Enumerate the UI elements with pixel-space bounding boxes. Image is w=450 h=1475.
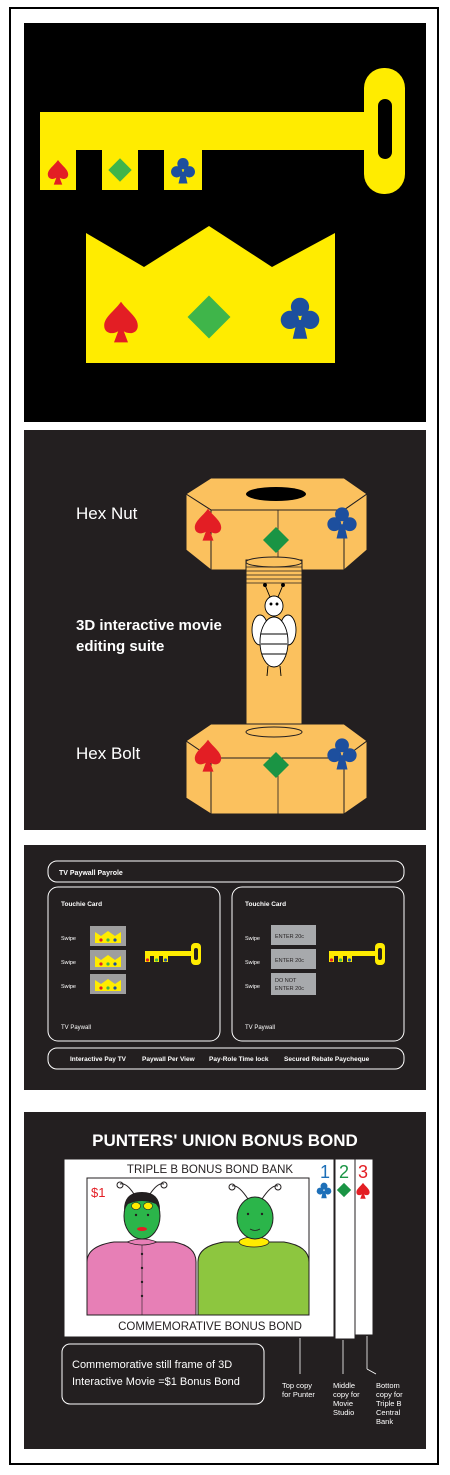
bonus-bond-panel: PUNTERS' UNION BONUS BOND 1 2 3 TRIPLE B… <box>24 1112 426 1449</box>
footer-item: Paywall Per View <box>142 1056 196 1063</box>
crown-icon <box>86 226 335 363</box>
copy-caption: Bottom <box>376 1381 400 1390</box>
swipe-label: Swipe <box>61 936 76 942</box>
enter-box <box>271 925 316 945</box>
enter-box <box>271 973 316 995</box>
key-crown-panel <box>24 23 426 422</box>
card-title: Touchie Card <box>245 901 286 908</box>
card-title: Touchie Card <box>61 901 102 908</box>
copy-caption: Bank <box>376 1417 393 1426</box>
swipe-label: Swipe <box>245 984 260 990</box>
footer-item: Secured Rebate Paycheque <box>284 1056 370 1063</box>
key-icon <box>329 943 385 965</box>
middle-copy-card <box>334 1158 356 1340</box>
key-icon <box>145 943 201 965</box>
crown-icon <box>90 950 126 970</box>
note-line1: Commemorative still frame of 3D <box>72 1359 232 1371</box>
copy-caption: Middle <box>333 1381 355 1390</box>
value-top: $1 <box>91 1185 105 1200</box>
copy-number: 1 <box>320 1162 330 1182</box>
copy-caption: for Punter <box>282 1390 315 1399</box>
touchie-card-1: Touchie Card Swipe Swipe Swipe TV Paywal… <box>47 886 221 1042</box>
copy-caption: Triple B <box>376 1399 402 1408</box>
touchie-card-2: Touchie Card Swipe Swipe Swipe ENTER 20c… <box>231 886 405 1042</box>
note-box <box>61 1343 265 1405</box>
header-label: TV Paywall Payrole <box>59 870 123 877</box>
key-icon <box>40 68 405 194</box>
crown-icon <box>90 974 126 994</box>
copy-caption: Movie <box>333 1399 353 1408</box>
swipe-label: Swipe <box>61 984 76 990</box>
hex-panel: Hex Nut 3D interactive movie editing sui… <box>24 430 426 830</box>
enter-box-text: DO NOT <box>275 978 297 984</box>
hex-nut-icon <box>185 477 368 572</box>
card-footer: TV Paywall <box>61 1025 91 1031</box>
swipe-label: Swipe <box>245 936 260 942</box>
swipe-label: Swipe <box>61 960 76 966</box>
footer-item: Interactive Pay TV <box>70 1056 127 1063</box>
copy-number: 3 <box>358 1162 368 1182</box>
crown-icon <box>90 926 126 946</box>
copy-number: 2 <box>339 1162 349 1182</box>
paywall-panel: TV Paywall Payrole Touchie Card Swipe Sw… <box>24 845 426 1090</box>
note-line2: Interactive Movie =$1 Bonus Bond <box>72 1376 240 1388</box>
movie-cylinder <box>245 556 303 731</box>
copy-caption: copy for <box>333 1390 360 1399</box>
ant-icon <box>86 1181 197 1316</box>
copy-caption: Central <box>376 1408 401 1417</box>
ant-icon <box>197 1183 310 1316</box>
enter-box <box>271 949 316 969</box>
paywall-diagram: TV Paywall Payrole Touchie Card Swipe Sw… <box>47 860 405 1070</box>
outer-frame <box>9 7 439 1465</box>
suite-label-line1: 3D interactive movie <box>76 617 222 634</box>
bonus-bond-illustration: PUNTERS' UNION BONUS BOND 1 2 3 TRIPLE B… <box>61 1131 403 1426</box>
bond-title: PUNTERS' UNION BONUS BOND <box>92 1131 358 1150</box>
hex-bolt-label: Hex Bolt <box>76 744 141 763</box>
copy-caption: Studio <box>333 1408 354 1417</box>
card-footer: TV Paywall <box>245 1025 275 1031</box>
hex-illustration: Hex Nut 3D interactive movie editing sui… <box>76 477 368 815</box>
key-crown-illustration <box>40 68 405 363</box>
enter-box-text: ENTER 20c <box>275 958 304 964</box>
hex-bolt-icon <box>185 723 368 815</box>
enter-box-text: ENTER 20c <box>275 934 304 940</box>
bond-label: COMMEMORATIVE BONUS BOND <box>118 1321 302 1333</box>
suite-label-line2: editing suite <box>76 638 164 655</box>
enter-box-text: ENTER 20c <box>275 986 304 992</box>
footer-item: Pay-Role Time lock <box>209 1056 269 1063</box>
copy-caption: Top copy <box>282 1381 312 1390</box>
copy-caption: copy for <box>376 1390 403 1399</box>
bee-icon <box>251 583 297 677</box>
hex-nut-label: Hex Nut <box>76 504 138 523</box>
bank-label: TRIPLE B BONUS BOND BANK <box>127 1164 293 1176</box>
swipe-label: Swipe <box>245 960 260 966</box>
leader-line <box>366 1368 377 1375</box>
